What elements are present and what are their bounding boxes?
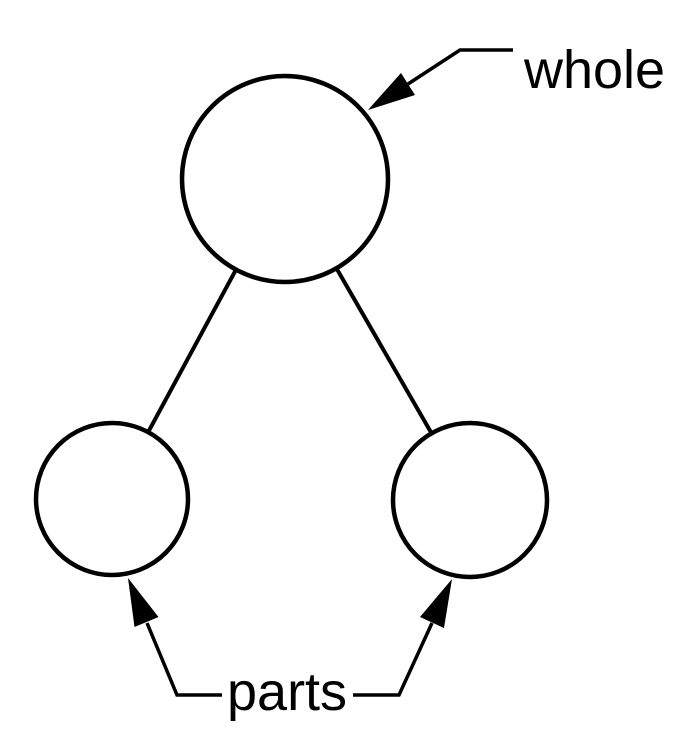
parts-leader-line-right <box>353 622 434 697</box>
whole-arrowhead-icon <box>368 73 415 110</box>
whole-leader-line <box>407 48 513 86</box>
whole-label: whole <box>523 40 665 100</box>
part-left-circle <box>33 420 191 578</box>
parts-leader-line-left <box>145 622 222 697</box>
parts-label: parts <box>227 662 347 722</box>
parts-arrowhead-right-icon <box>420 579 452 628</box>
part-right-circle <box>390 420 550 580</box>
whole-circle <box>179 73 391 285</box>
parts-arrowhead-left-icon <box>128 578 159 627</box>
